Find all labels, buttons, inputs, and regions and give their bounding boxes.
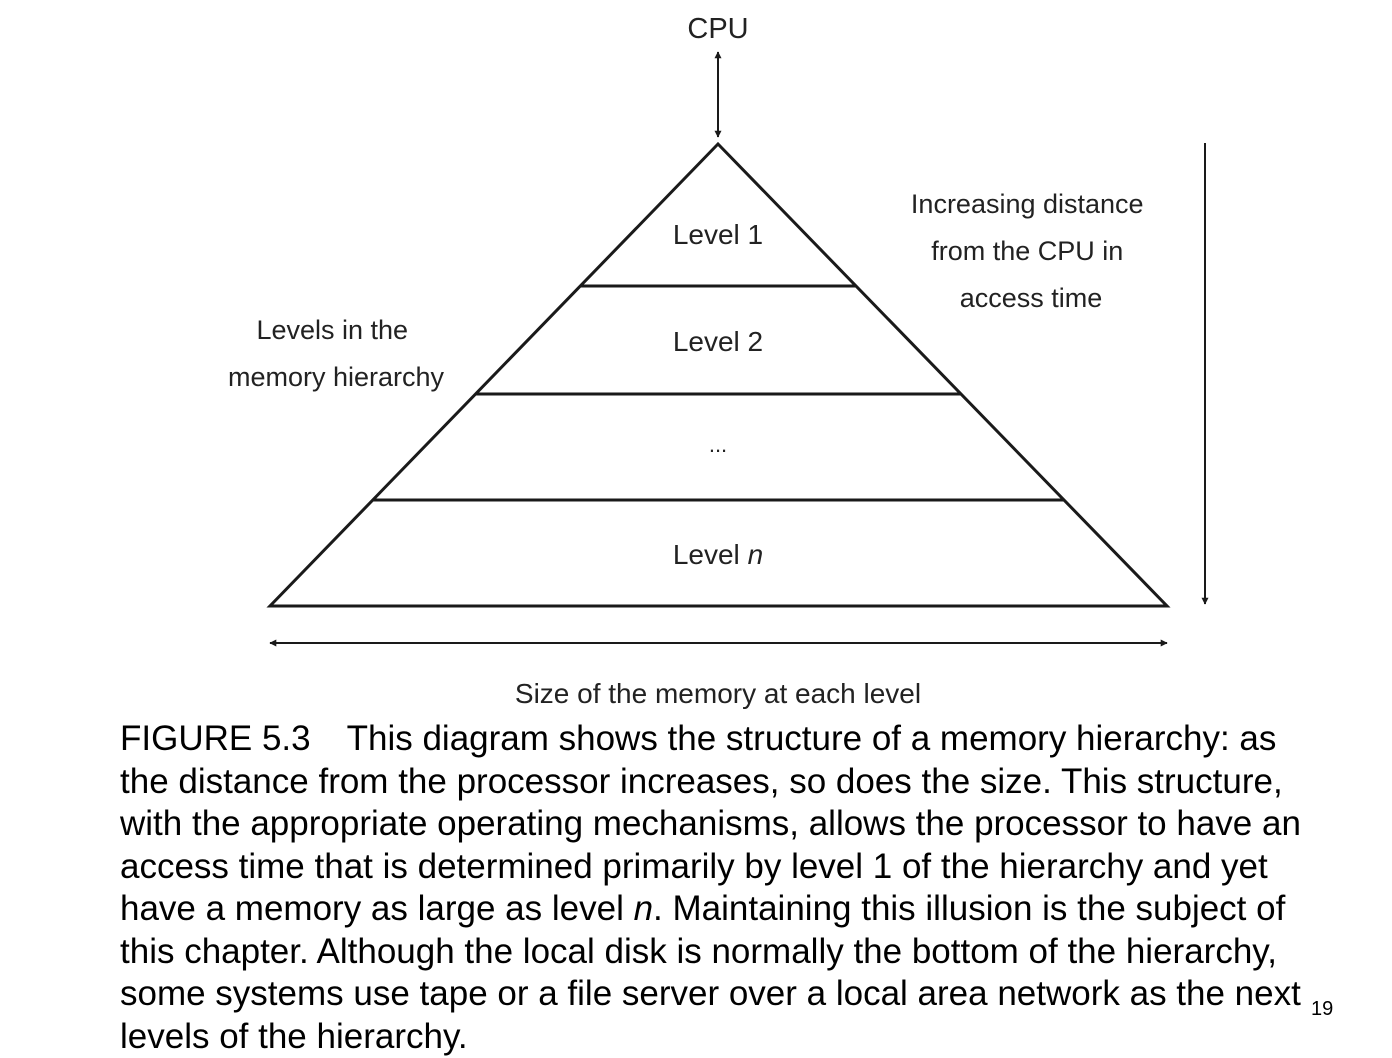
cpu-label: CPU [687, 13, 748, 45]
level-ellipsis-label: ... [709, 432, 727, 457]
caption-text-italic: n [633, 889, 654, 928]
level-1-label: Level 1 [673, 219, 763, 250]
page-number: 19 [1311, 998, 1334, 1020]
size-label: Size of the memory at each level [515, 678, 921, 709]
right-label: Increasing distance from the CPU in acce… [911, 189, 1151, 313]
left-label: Levels in the memory hierarchy [228, 315, 445, 392]
level-n-label: Level n [673, 539, 763, 570]
caption-text-part1: This diagram shows the structure of a me… [120, 719, 1301, 928]
memory-hierarchy-diagram: CPU Level 1 Level 2 ... Level n Levels i… [228, 13, 1209, 709]
figure-label: FIGURE 5.3 [120, 719, 311, 758]
pyramid-outline [266, 141, 1171, 608]
level-2-label: Level 2 [673, 326, 763, 357]
caption-text-part2: . Maintaining this illusion is the subje… [120, 889, 1301, 1056]
